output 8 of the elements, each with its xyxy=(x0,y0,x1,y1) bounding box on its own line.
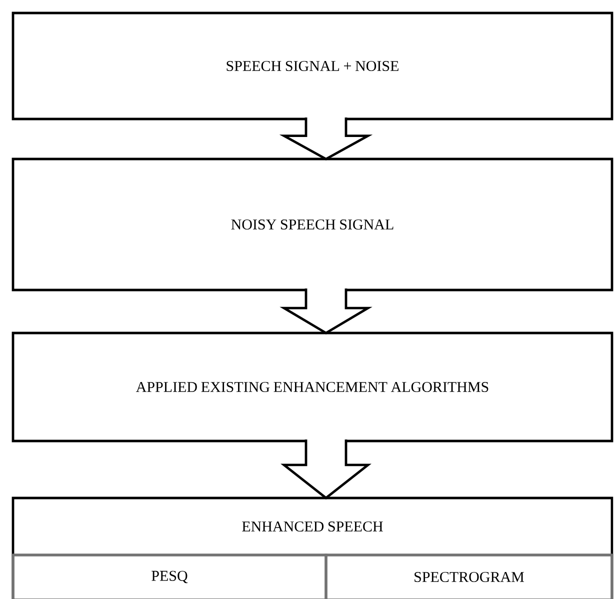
table-cell: PESQ xyxy=(12,554,328,599)
block-arrow xyxy=(280,438,372,500)
process-box: SPEECH SIGNAL + NOISE xyxy=(12,12,614,120)
block-arrow xyxy=(279,116,373,160)
table-cell: SPECTROGRAM xyxy=(324,554,614,599)
process-box: APPLIED EXISTING ENHANCEMENT ALGORITHMS xyxy=(12,332,614,442)
block-arrow xyxy=(280,287,372,334)
process-box: NOISY SPEECH SIGNAL xyxy=(12,158,614,292)
